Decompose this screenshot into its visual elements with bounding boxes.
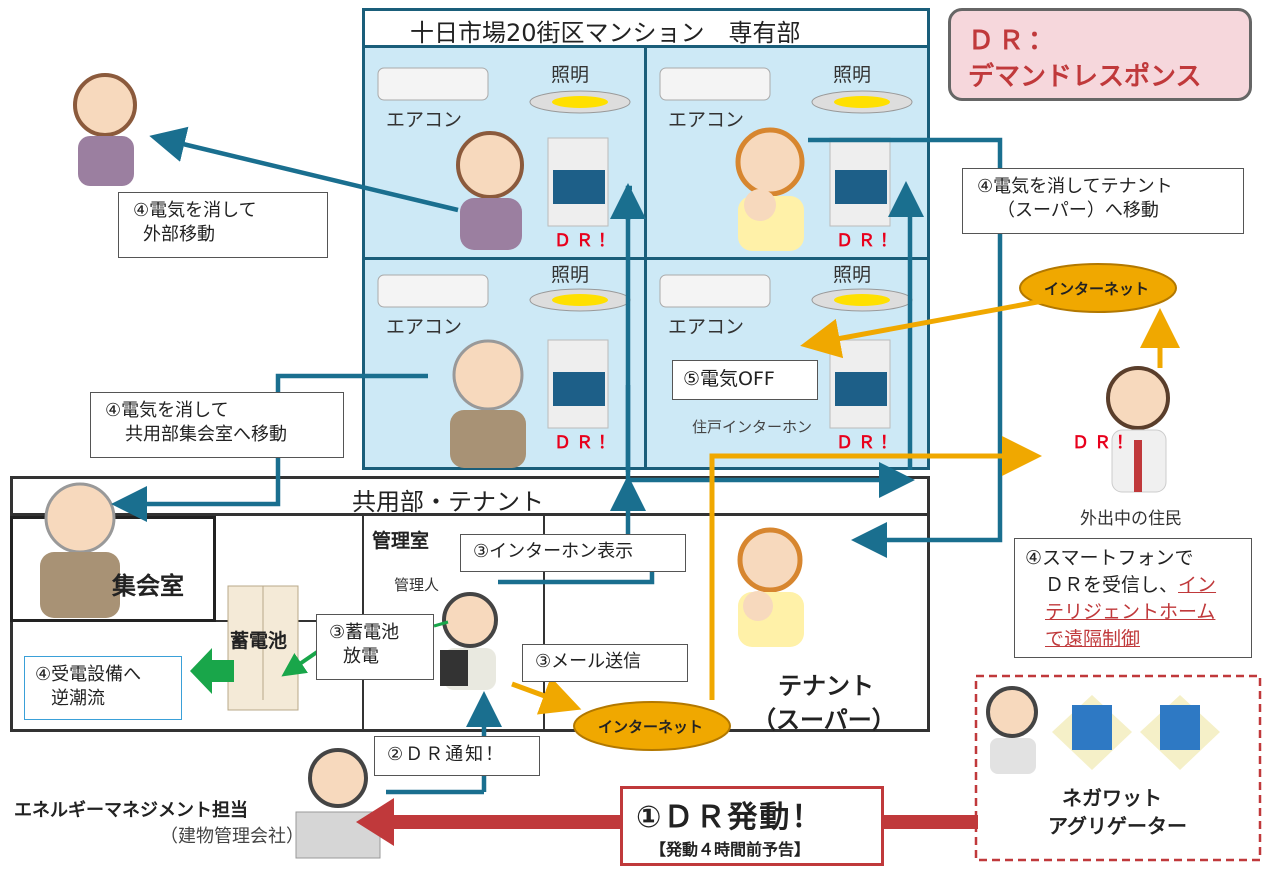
- unit3-light-label: 照明: [551, 264, 590, 286]
- unit3-dr-badge: ＤＲ！: [554, 433, 620, 453]
- building-icon: [1052, 695, 1220, 770]
- resident-woman-icon: [456, 131, 524, 250]
- callout-smartphone: ④スマートフォンで ＤＲを受信し、イン テリジェントホーム で遠隔制御: [1014, 538, 1252, 658]
- unit2-dr-badge: ＤＲ！: [836, 231, 902, 251]
- energy-manager-title: エネルギーマネジメント担当: [14, 800, 248, 821]
- green-arrow-body: [212, 660, 234, 682]
- outside-dr-badge: ＤＲ！: [1072, 433, 1138, 453]
- callout-external-move: ④電気を消して 外部移動: [118, 192, 328, 258]
- callout-battery-discharge: ③蓄電池 放電: [316, 614, 434, 680]
- callout-tenant-line2: （スーパー）へ移動: [997, 200, 1159, 221]
- intelligent-home-link-part3[interactable]: で遠隔制御: [1045, 628, 1141, 650]
- unit4-dr-badge: ＤＲ！: [836, 433, 902, 453]
- callout-external-line1: ④電気を消して: [133, 200, 257, 221]
- dr-launch-box: [620, 786, 884, 866]
- callout-reverse-flow: ④受電設備へ 逆潮流: [24, 656, 182, 720]
- unit3-aircon-label: エアコン: [386, 316, 463, 338]
- callout-battery-line2: 放電: [343, 646, 379, 667]
- intelligent-home-link-part2[interactable]: テリジェントホーム: [1045, 601, 1216, 623]
- tenant-label-line1: テナント: [778, 672, 874, 700]
- outside-woman-icon: [73, 73, 137, 186]
- callout-reverse-line1: ④受電設備へ: [35, 664, 142, 685]
- callout-external-line2: 外部移動: [143, 224, 215, 245]
- manager-label: 管理人: [394, 576, 440, 594]
- unit4-aircon-label: エアコン: [668, 316, 745, 338]
- dr-launch-main: ①ＤＲ発動！: [636, 800, 824, 835]
- callout-dr-notice: ②ＤＲ通知！: [374, 736, 540, 776]
- common-title-bar: [10, 476, 930, 516]
- meeting-room-label: 集会室: [112, 572, 184, 600]
- callout-intercom-text: ③インターホン表示: [473, 541, 634, 562]
- power-off-text: ⑤電気OFF: [683, 368, 775, 390]
- callout-dr-notice-text: ②ＤＲ通知！: [387, 744, 506, 765]
- unit4-light-label: 照明: [833, 264, 872, 286]
- intelligent-home-link-part1[interactable]: イン: [1178, 574, 1217, 596]
- callout-tenant-move: ④電気を消してテナント （スーパー）へ移動: [962, 168, 1244, 234]
- management-room-label: 管理室: [372, 530, 430, 552]
- dr-title-line1: ＤＲ：: [968, 26, 1059, 56]
- callout-smartphone-line2: ＤＲを受信し、: [1045, 574, 1179, 596]
- aircon-icon: [377, 67, 771, 308]
- internet-label-bottom: インターネット: [598, 718, 704, 736]
- common-title: 共用部・テナント: [352, 488, 544, 516]
- callout-meeting-line1: ④電気を消して: [105, 400, 229, 421]
- red-arrow-head: [356, 798, 394, 846]
- battery-label: 蓄電池: [230, 630, 288, 652]
- mansion-title-bar: [362, 8, 930, 48]
- dr-title-box: [948, 8, 1252, 101]
- callout-intercom-display: ③インターホン表示: [460, 534, 686, 572]
- energy-manager-company: （建物管理会社）: [160, 826, 304, 847]
- dr-title-line2: デマンドレスポンス: [968, 62, 1202, 92]
- callout-reverse-line2: 逆潮流: [51, 688, 105, 709]
- resident-mother-icon: [735, 127, 805, 251]
- room-divider-2: [543, 516, 545, 732]
- manager-icon: [440, 592, 498, 690]
- meeting-elder-icon: [40, 482, 120, 618]
- unit1-dr-badge: ＤＲ！: [554, 231, 620, 251]
- tenant-mother-icon: [737, 527, 804, 647]
- internet-cloud-top: [1019, 263, 1177, 313]
- internet-label-top: インターネット: [1044, 280, 1150, 298]
- callout-mail-text: ③メール送信: [535, 651, 642, 672]
- battery-icon: [227, 585, 299, 711]
- callout-battery-line1: ③蓄電池: [329, 622, 400, 643]
- intercom-label: 住戸インターホン: [692, 418, 813, 436]
- callout-meeting-line2: 共用部集会室へ移動: [125, 424, 287, 445]
- resident-elder-icon: [450, 339, 526, 468]
- power-off-callout: ⑤電気OFF: [672, 360, 818, 400]
- unit1-aircon-label: エアコン: [386, 109, 463, 131]
- outside-resident-label: 外出中の住民: [1080, 509, 1182, 529]
- dr-launch-sub: 【発動４時間前予告】: [650, 840, 811, 859]
- callout-smartphone-line1: ④スマートフォンで: [1025, 547, 1194, 569]
- unit2-aircon-label: エアコン: [668, 109, 745, 131]
- intercom-panel-icon: [547, 137, 891, 429]
- outside-resident-icon: [1106, 366, 1170, 493]
- callout-tenant-line1: ④電気を消してテナント: [977, 176, 1173, 197]
- aggregator-line2: アグリゲーター: [1048, 814, 1187, 838]
- unit-divider-h: [362, 257, 930, 260]
- energy-manager-icon: [295, 748, 381, 859]
- unit1-light-label: 照明: [551, 64, 590, 86]
- callout-mail-send: ③メール送信: [522, 644, 688, 682]
- callout-meeting-move: ④電気を消して 共用部集会室へ移動: [90, 392, 344, 458]
- green-arrow-head: [190, 648, 212, 694]
- internet-cloud-bottom: [573, 701, 731, 751]
- mansion-title: 十日市場20街区マンション 専有部: [410, 19, 801, 47]
- tenant-label-line2: （スーパー）: [752, 706, 896, 734]
- aggregator-line1: ネガワット: [1062, 786, 1162, 810]
- aggregator-person-icon: [986, 686, 1038, 774]
- unit2-light-label: 照明: [833, 64, 872, 86]
